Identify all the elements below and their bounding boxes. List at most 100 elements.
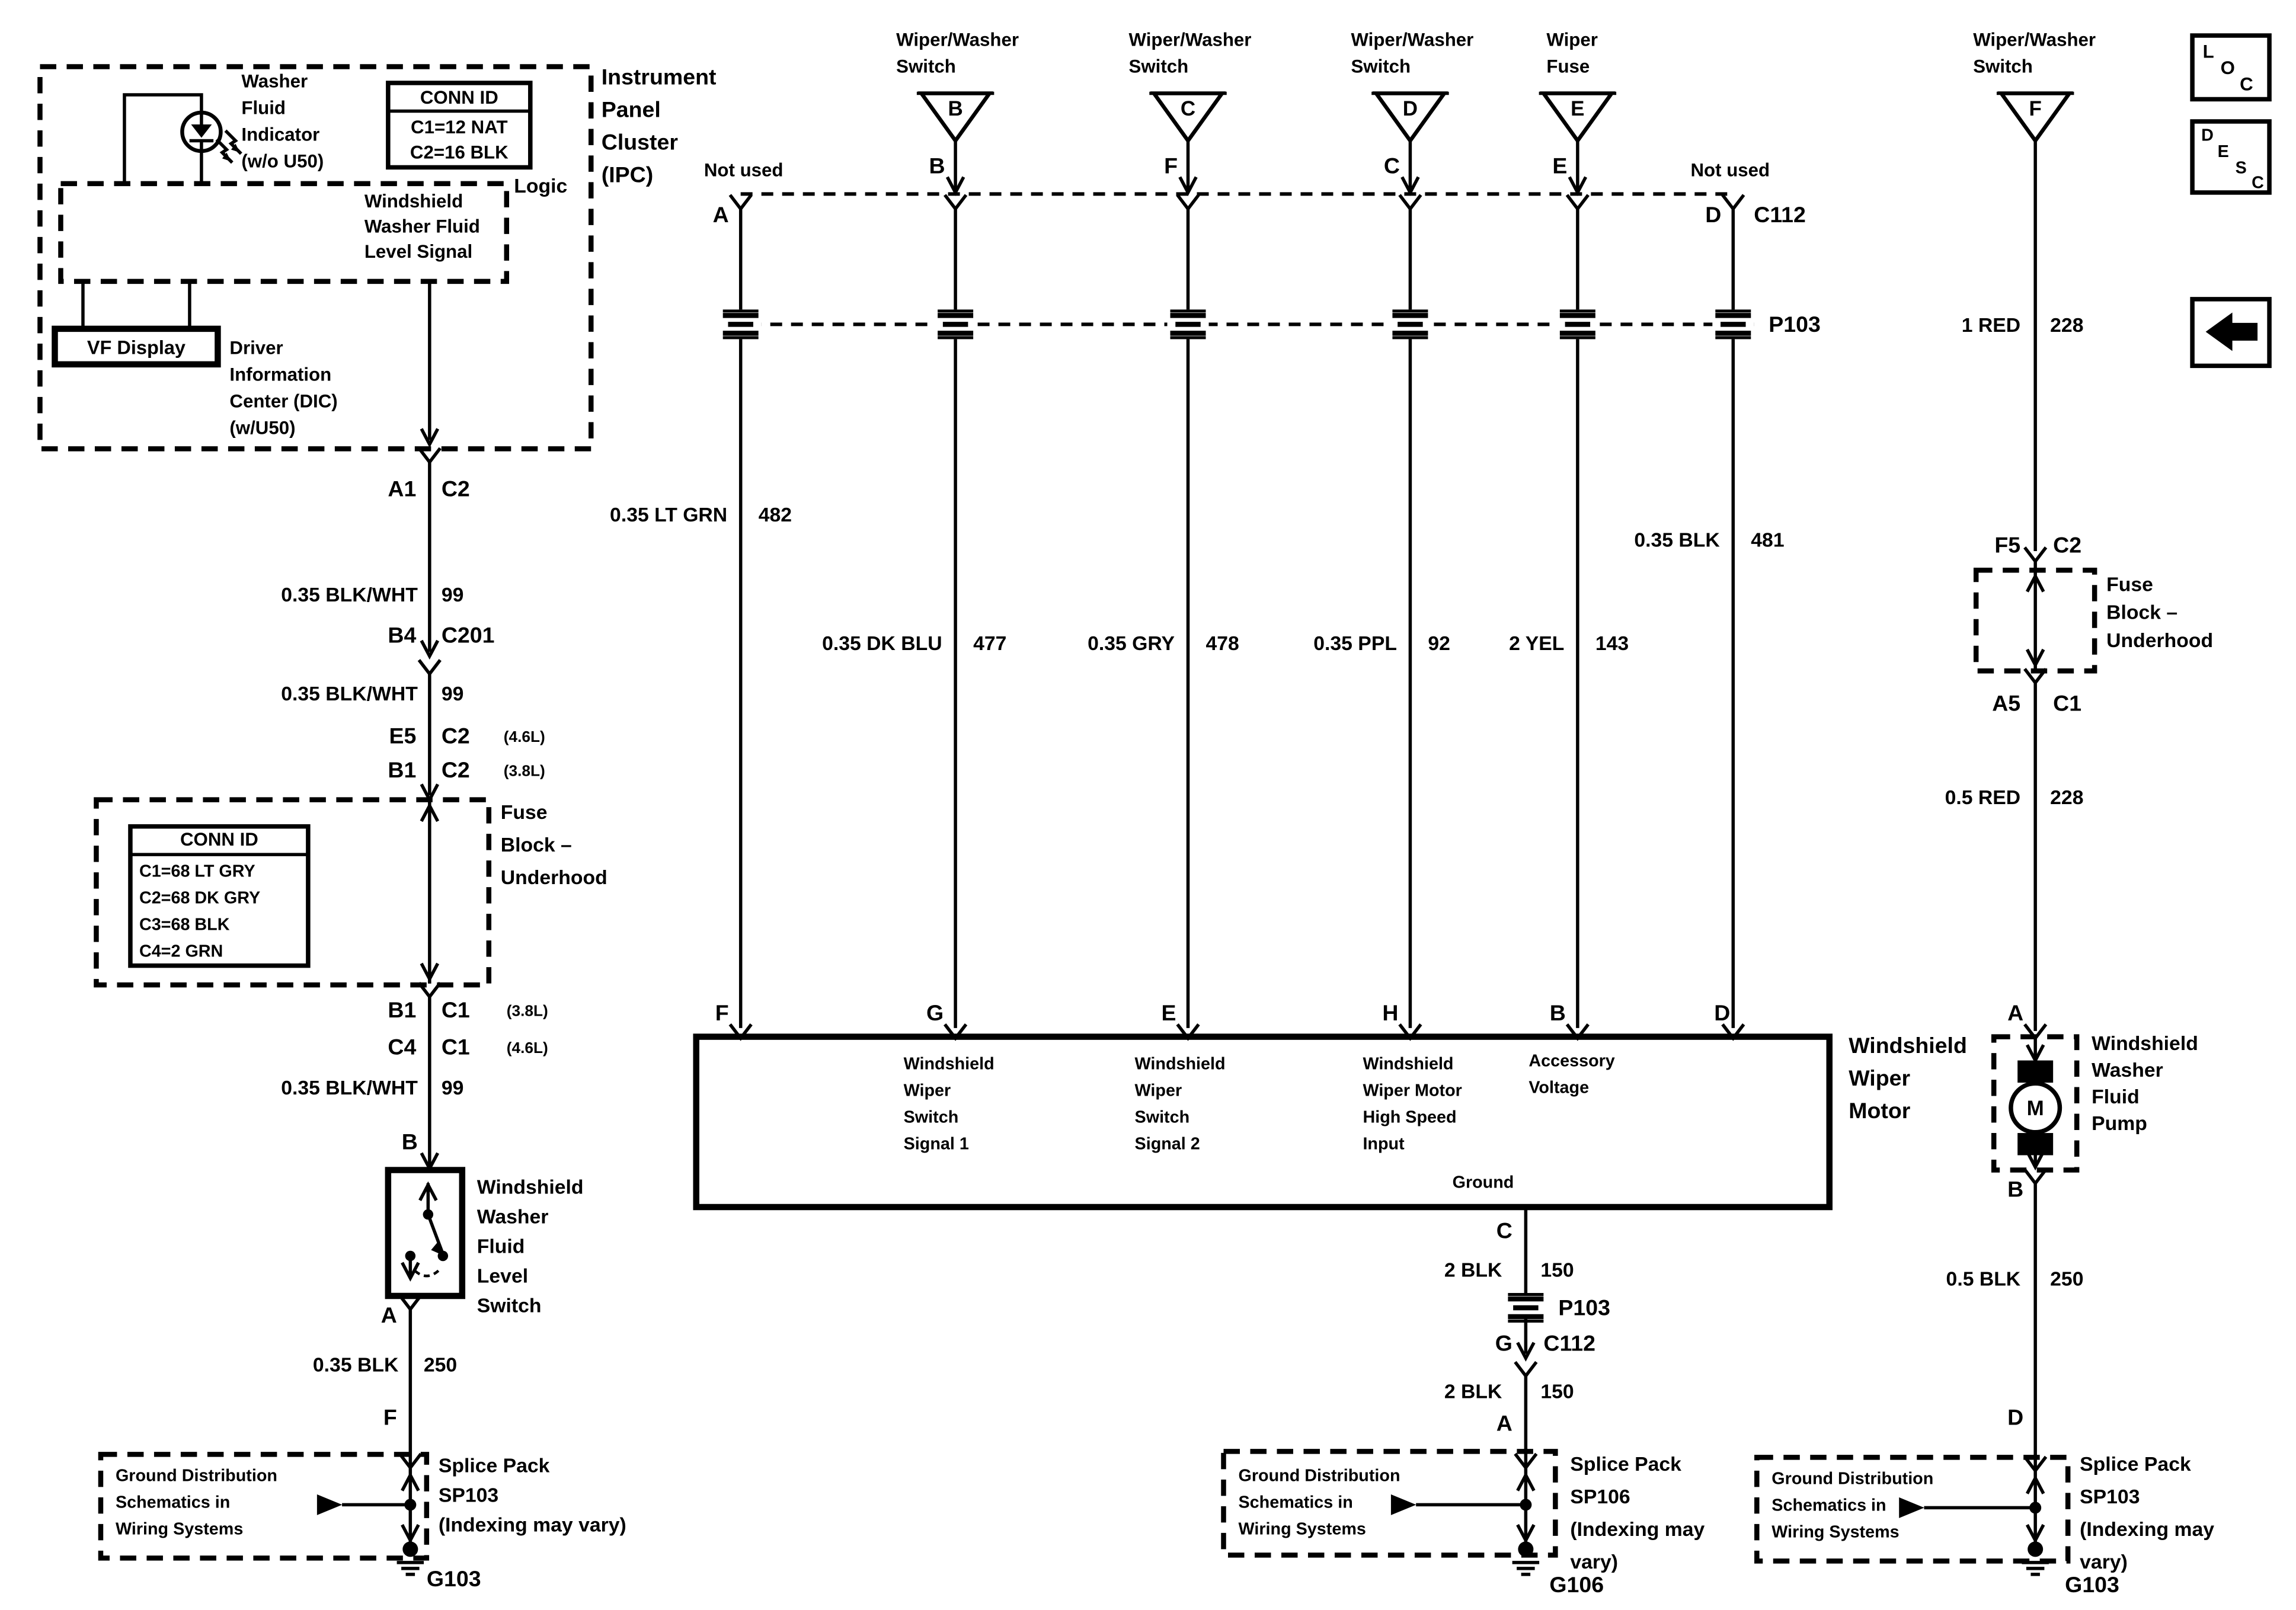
wire-228b-label: 0.5 RED <box>1945 786 2021 809</box>
note-46l-2: (4.6L) <box>506 1039 548 1058</box>
term-g-mid: G <box>1495 1331 1512 1357</box>
triangle-ref-e: E <box>1571 96 1585 120</box>
fuse-conn-id-box <box>128 824 311 968</box>
desc-letter-d: D <box>2201 127 2214 145</box>
conn-c112-mid: C112 <box>1543 1331 1595 1357</box>
left-ground-wire <box>316 1297 422 1574</box>
ipc-conn-id-title: CONN ID <box>420 87 498 108</box>
wire-478-label: 0.35 GRY <box>1088 632 1175 655</box>
ground-dist-box-left <box>98 1452 430 1561</box>
wire-99c-label: 0.35 BLK/WHT <box>281 1077 418 1099</box>
right-wire <box>2026 139 2045 1038</box>
term-b-left: B <box>401 1130 418 1156</box>
conn-c2-46: C2 <box>441 724 470 750</box>
conn-c1-right: C1 <box>2053 692 2082 717</box>
wire-150a-num: 150 <box>1540 1259 1574 1281</box>
loc-letter-c: C <box>2240 73 2253 95</box>
wire-477-num: 477 <box>973 632 1007 655</box>
motor-term-f: F <box>715 1001 729 1027</box>
conn-c2: C2 <box>441 476 470 502</box>
wire-150a-label: 2 BLK <box>1444 1259 1502 1281</box>
motor-ground-label: Ground <box>1452 1174 1514 1193</box>
wire-228a-label: 1 RED <box>1961 313 2021 337</box>
desc-box <box>2190 119 2272 195</box>
triangle-ref-d: D <box>1402 96 1418 120</box>
conn-c2-right: C2 <box>2053 533 2082 559</box>
pump-motor-m: M <box>2026 1096 2044 1120</box>
motor-term-e: E <box>1161 1001 1176 1027</box>
term-e-c112: E <box>1552 153 1568 180</box>
term-c-mid: C <box>1496 1219 1512 1244</box>
wire-150b-num: 150 <box>1540 1380 1574 1403</box>
term-b-c112: B <box>929 153 945 180</box>
wire-482-num: 482 <box>758 503 792 526</box>
conn-c1-38: C1 <box>441 998 470 1024</box>
triangle-ref-f: F <box>2029 96 2042 120</box>
term-d-right: D <box>2007 1405 2024 1431</box>
fuse-block-right-box <box>1973 568 2097 674</box>
term-f-left: F <box>383 1405 397 1431</box>
term-c-c112: C <box>1383 153 1400 180</box>
grommet-p103-label: P103 <box>1769 312 1821 338</box>
wire-99b-label: 0.35 BLK/WHT <box>281 683 418 705</box>
wire-228b-num: 228 <box>2050 786 2084 809</box>
wire-99a-label: 0.35 BLK/WHT <box>281 583 418 606</box>
ipc-conn-id-box <box>386 81 533 170</box>
term-d-c112: D <box>1705 203 1722 228</box>
not-used-left: Not used <box>703 159 784 181</box>
motor-term-h: H <box>1382 1001 1399 1027</box>
wire-92-label: 0.35 PPL <box>1313 632 1397 655</box>
wire-250-label-left: 0.35 BLK <box>312 1353 399 1376</box>
wire-99c-num: 99 <box>441 1077 464 1099</box>
wire-99b-num: 99 <box>441 683 464 705</box>
loc-box <box>2190 33 2272 102</box>
ground-dist-box-middle <box>1221 1449 1558 1558</box>
term-a-left: A <box>380 1303 397 1329</box>
right-ground-wire <box>1899 1171 2047 1574</box>
ipc-box <box>37 64 594 452</box>
not-used-right: Not used <box>1690 159 1770 181</box>
vf-display-box <box>52 280 221 368</box>
ground-g106: G106 <box>1549 1573 1604 1598</box>
conn-c112-label: C112 <box>1754 203 1806 228</box>
loc-letter-o: O <box>2220 57 2235 79</box>
pin-c4c1: C4 <box>388 1035 417 1061</box>
wire-143-num: 143 <box>1595 632 1629 655</box>
motor-term-d: D <box>1714 1001 1731 1027</box>
ground-g103-left: G103 <box>426 1567 481 1592</box>
wiper-switch-triangles <box>916 91 2074 145</box>
wire-143-label: 2 YEL <box>1509 632 1565 655</box>
wire-478-num: 478 <box>1205 632 1239 655</box>
wire-150b-label: 2 BLK <box>1444 1380 1502 1403</box>
fuse-block-left-box <box>94 797 492 988</box>
wire-250-num-left: 250 <box>423 1353 458 1376</box>
middle-ground-wire <box>1390 1205 1546 1574</box>
wire-250-label-right: 0.5 BLK <box>1946 1267 2021 1290</box>
vf-display-label: VF Display <box>87 336 186 359</box>
wire-477-label: 0.35 DK BLU <box>822 632 942 655</box>
term-f-c112: F <box>1164 153 1178 180</box>
loc-letter-l: L <box>2202 41 2214 62</box>
ground-g103-right: G103 <box>2065 1573 2119 1598</box>
motor-term-b: B <box>1549 1001 1566 1027</box>
pin-b4: B4 <box>388 623 417 649</box>
pin-a1: A1 <box>388 476 417 502</box>
triangle-ref-b: B <box>948 96 963 120</box>
